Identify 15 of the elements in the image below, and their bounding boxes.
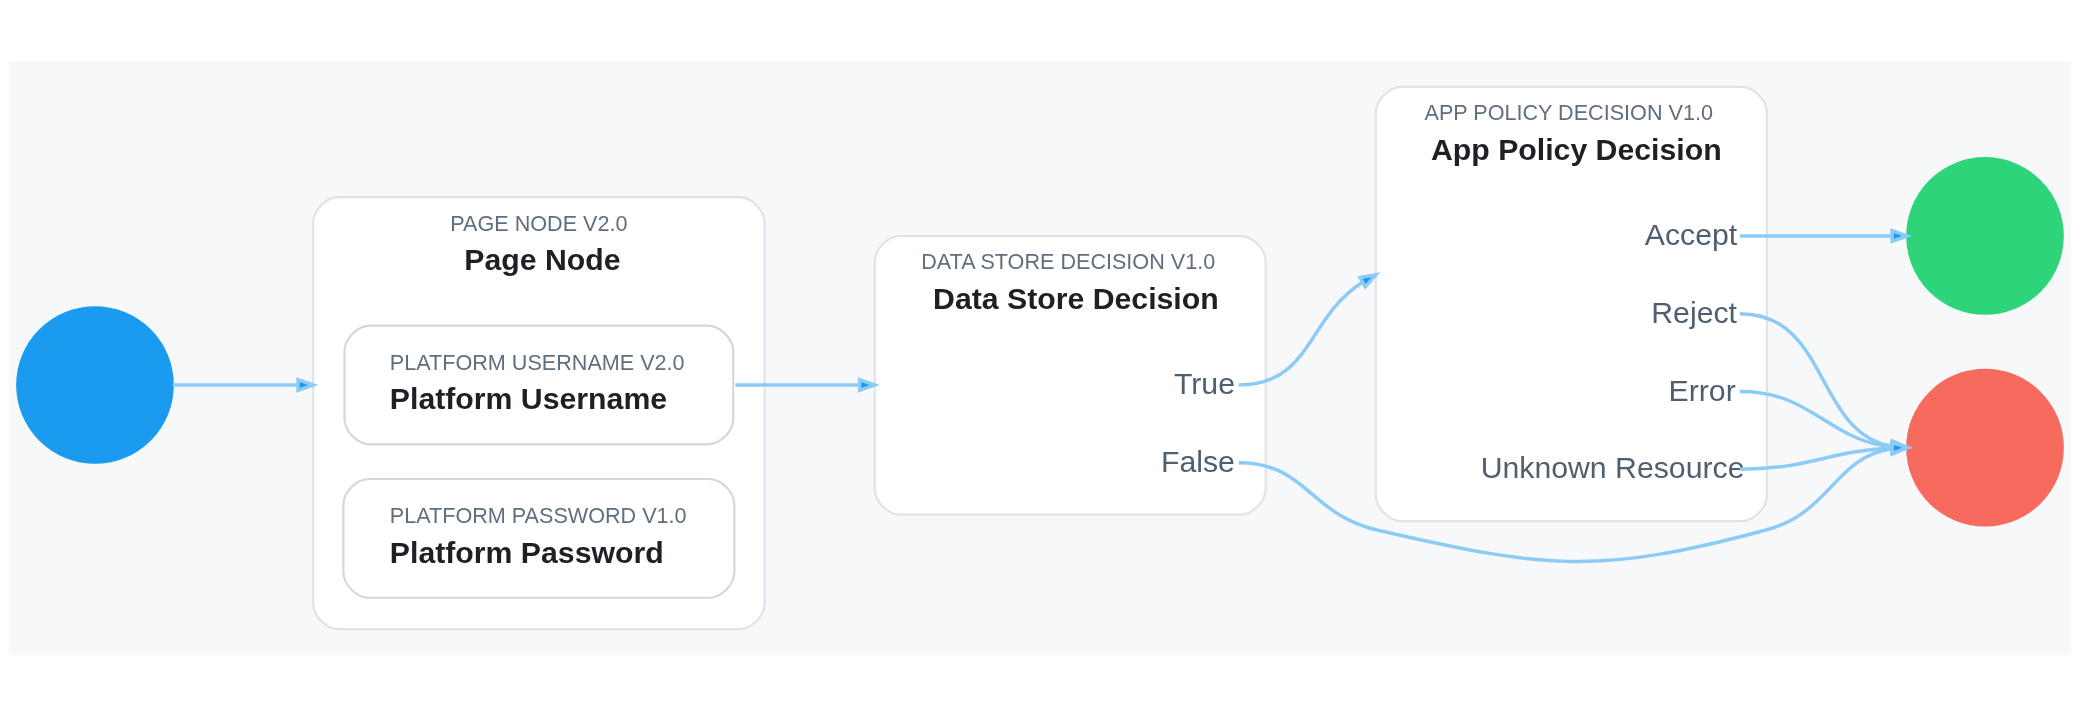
node-circle	[16, 306, 174, 464]
arrow	[735, 377, 880, 393]
arrow	[1238, 272, 1381, 387]
node-text: Error	[1668, 373, 1736, 407]
node-text: Accept	[1644, 218, 1738, 252]
node-text: Unknown Resource	[1480, 451, 1745, 485]
node-box: PLATFORM USERNAME V2.0 Platform Username	[343, 324, 735, 446]
arrow	[172, 377, 319, 393]
node-text: True	[1173, 367, 1235, 401]
node-text: False	[1160, 444, 1235, 478]
node-circle	[1906, 157, 2064, 315]
node-text: Reject	[1651, 295, 1737, 329]
node-box: PLATFORM PASSWORD V1.0 Platform Password	[342, 477, 736, 599]
arrow	[1739, 228, 1913, 244]
node-circle	[1906, 368, 2064, 527]
